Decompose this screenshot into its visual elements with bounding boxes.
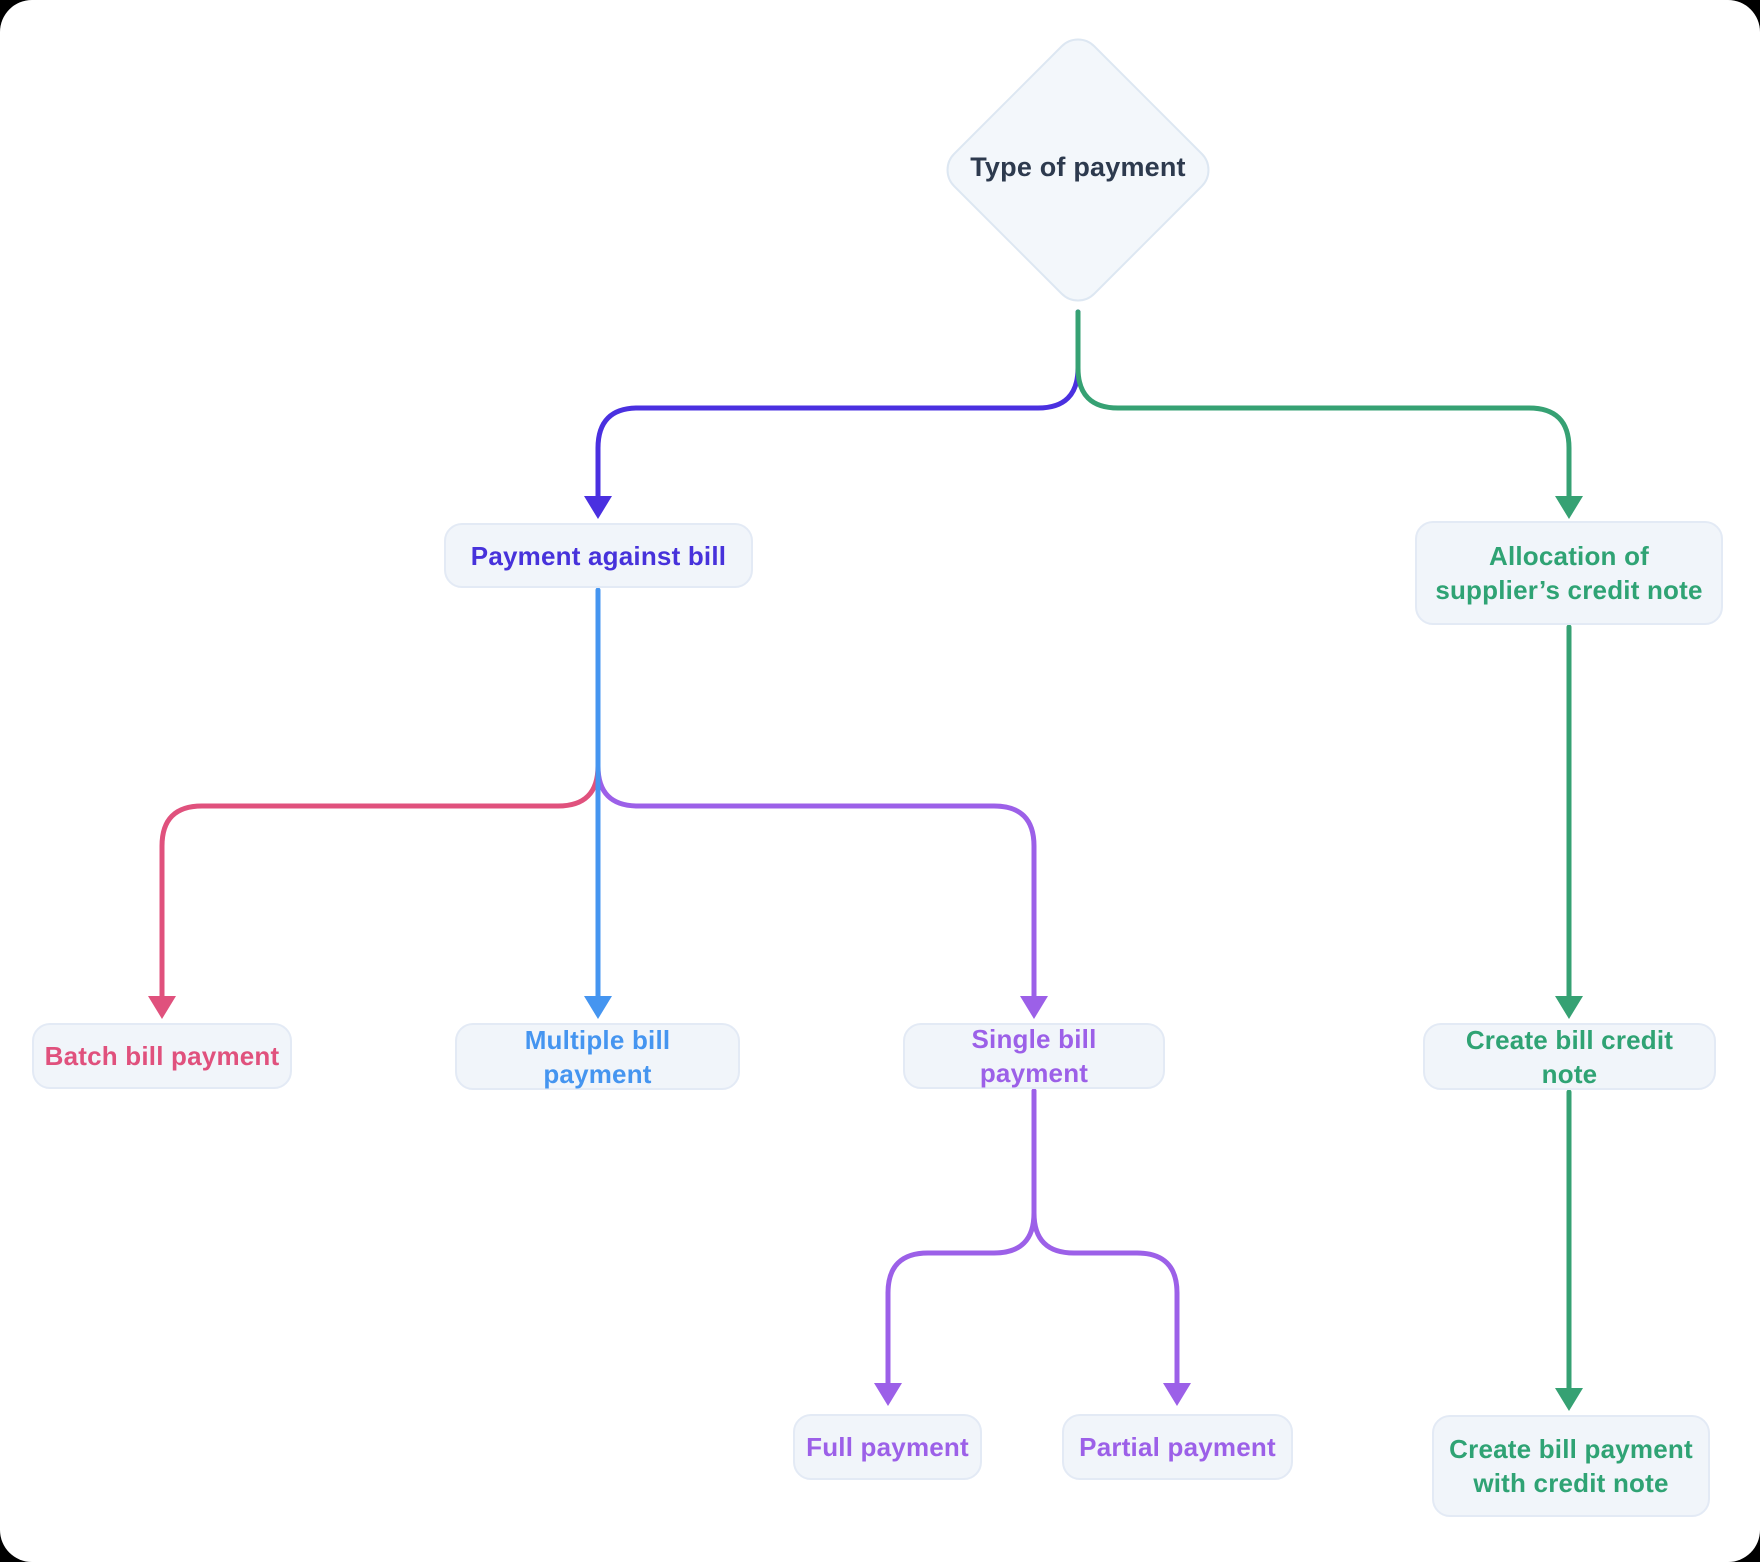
edge-create-credit-note-arrowhead (1555, 996, 1583, 1019)
decision-type-of-payment: Type of payment (970, 152, 1186, 182)
node-full-payment: Full payment (793, 1414, 982, 1480)
edge-create-bill-payment-arrowhead (1555, 1388, 1583, 1411)
node-payment-against-bill: Payment against bill (444, 523, 753, 588)
edge-multiple (584, 587, 612, 1019)
edge-partial (1031, 1088, 1191, 1406)
edge-single-arrowhead (1020, 996, 1048, 1019)
edge-allocation (1075, 309, 1583, 519)
edge-partial-arrowhead (1163, 1383, 1191, 1406)
edge-allocation-line (1075, 309, 1572, 499)
edge-multiple-arrowhead (584, 996, 612, 1019)
edge-single-line (595, 717, 1037, 999)
edge-batch-line (159, 717, 601, 999)
edge-payment-against-bill-arrowhead (584, 496, 612, 519)
edge-single (595, 717, 1048, 1019)
node-multiple-bill-payment: Multiple bill payment (455, 1023, 740, 1090)
node-create-bill-payment-with-credit-note: Create bill payment with credit note (1432, 1415, 1710, 1517)
edge-create-credit-note (1555, 624, 1583, 1019)
edge-payment-against-bill (584, 309, 1081, 519)
node-allocation-of-suppliers-credit-note: Allocation of supplier’s credit note (1415, 521, 1723, 625)
edge-full-line (885, 1088, 1037, 1386)
edge-full (874, 1088, 1037, 1406)
edge-payment-against-bill-line (595, 309, 1081, 499)
edge-create-bill-payment (1555, 1089, 1583, 1411)
node-batch-bill-payment: Batch bill payment (32, 1023, 292, 1089)
edge-allocation-arrowhead (1555, 496, 1583, 519)
edge-batch (148, 717, 601, 1019)
edge-full-arrowhead (874, 1383, 902, 1406)
node-partial-payment: Partial payment (1062, 1414, 1293, 1480)
edge-partial-line (1031, 1088, 1180, 1386)
node-single-bill-payment: Single bill payment (903, 1023, 1165, 1089)
node-create-bill-credit-note: Create bill credit note (1423, 1023, 1716, 1090)
edge-batch-arrowhead (148, 996, 176, 1019)
